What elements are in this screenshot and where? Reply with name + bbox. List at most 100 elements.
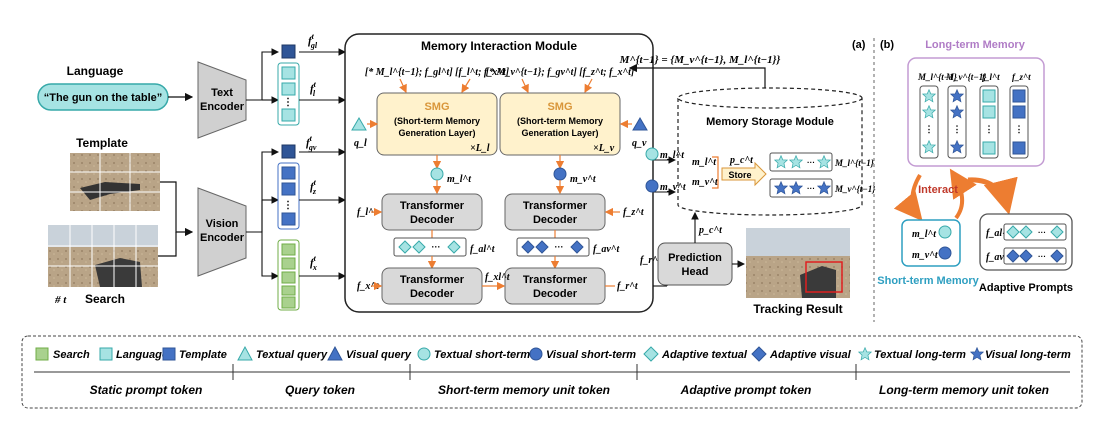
rb-visual-short-term-icon <box>938 246 952 260</box>
col-label-f-z: f_z^t <box>1012 72 1031 82</box>
out-visual-short-term-icon <box>645 179 659 193</box>
smg-left-sub2: Generation Layer) <box>398 128 475 138</box>
smg-left-rep: ×L_l <box>470 143 490 154</box>
adaptive-textual-row: ··· <box>393 237 467 257</box>
svg-text:···: ··· <box>555 242 564 252</box>
decoder-top-left-l2: Decoder <box>410 214 455 226</box>
blue-square-icon <box>162 347 176 361</box>
store-label: Store <box>728 170 751 180</box>
q-v-label: q_v <box>632 138 647 149</box>
legend-search: Search <box>53 349 90 361</box>
blue-triangle-icon <box>327 345 343 361</box>
svg-text:···: ··· <box>432 242 441 252</box>
decoder-bottom-left: Transformer Decoder <box>381 267 483 305</box>
global-visual-token <box>281 144 296 159</box>
svg-text:···: ··· <box>1038 252 1046 261</box>
blue-diamond-icon <box>751 346 767 362</box>
store-arrow <box>721 161 767 187</box>
language-feature-column: ⋮ <box>979 85 999 159</box>
svg-text:···: ··· <box>807 184 815 193</box>
decoder-bottom-left-l2: Decoder <box>410 288 455 300</box>
long-term-visual-column: ⋮ <box>947 85 967 159</box>
decoder-top-right: Transformer Decoder <box>504 193 606 231</box>
legend-adaptive-textual: Adaptive textual <box>661 349 748 361</box>
rb-m-l: m_l^t <box>912 229 937 240</box>
adaptive-visual-row: ··· <box>516 237 590 257</box>
long-term-textual-column: ⋮ <box>919 85 939 159</box>
m-v-label: m_v^t <box>570 174 597 185</box>
decoder-bottom-right-l1: Transformer <box>523 274 588 286</box>
smg-left-sub1: (Short-term Memory <box>394 116 480 126</box>
template-image <box>70 153 160 211</box>
tracking-result-image <box>746 228 850 298</box>
legend-group-adaptive: Adaptive prompt token <box>680 383 812 397</box>
col-label-M-v: M_v^{t−1} <box>945 72 987 82</box>
green-square-icon <box>35 347 49 361</box>
storage-m-l: m_l^t <box>692 157 717 168</box>
storage-m-v: m_v^t <box>692 177 719 188</box>
storage-title: Memory Storage Module <box>706 116 834 128</box>
search-token-column <box>277 239 300 311</box>
visual-long-term-row: ··· <box>769 178 833 198</box>
panel-label-b: (b) <box>880 39 894 51</box>
template-title: Template <box>76 136 128 150</box>
adaptive-prompts-title: Adaptive Prompts <box>979 282 1073 294</box>
search-index: # t <box>54 294 67 306</box>
legend-textual-short-term: Textual short-term <box>434 349 530 361</box>
legend-visual-short-term: Visual short-term <box>546 349 636 361</box>
out-m-l: m_l^t <box>660 150 685 161</box>
short-term-title: Short-term Memory <box>877 275 979 287</box>
textual-query-icon <box>351 117 367 131</box>
rb-adaptive-visual-row: ··· <box>1003 247 1067 265</box>
global-language-token <box>281 44 296 59</box>
decoder-top-left: Transformer Decoder <box>381 193 483 231</box>
smg-right-rep: ×L_v <box>593 143 615 154</box>
cyan-diamond-icon <box>643 346 659 362</box>
textual-long-term-row: ··· <box>769 152 833 172</box>
pred-p-c: p_c^t <box>698 225 723 236</box>
pred-f-r: f_r^t <box>640 255 662 266</box>
legend-visual-long-term: Visual long-term <box>985 349 1071 361</box>
f-av-label: f_av^t <box>593 244 620 255</box>
legend-adaptive-visual: Adaptive visual <box>769 349 852 361</box>
q-l-label: q_l <box>354 138 367 149</box>
storage-p-c: p_c^t <box>729 155 754 166</box>
decoder-bottom-right: Transformer Decoder <box>504 267 606 305</box>
panel-label-a: (a) <box>852 39 866 51</box>
language-token-column: ⋮ <box>277 62 300 126</box>
blue-circle-icon <box>529 347 543 361</box>
mim-f-l-label: f_l^t <box>357 207 378 218</box>
legend-items: Search Language Template Textual query V… <box>35 345 1071 362</box>
svg-text:⋮: ⋮ <box>283 97 293 108</box>
legend-language: Language <box>116 349 168 361</box>
text-encoder-label-1: Text <box>211 87 233 99</box>
rb-m-v: m_v^t <box>912 250 939 261</box>
col-label-M-l: M_l^{t−1} <box>917 72 958 82</box>
legend-group-long-term: Long-term memory unit token <box>879 383 1049 397</box>
mim-f-x-label: f_x^t <box>357 281 380 292</box>
prediction-head-l2: Head <box>682 266 709 278</box>
smg-left-title: SMG <box>424 101 449 113</box>
svg-text:⋮: ⋮ <box>283 200 293 211</box>
svg-text:⋮: ⋮ <box>953 124 962 134</box>
cyan-triangle-icon <box>237 345 253 361</box>
tracking-result-label: Tracking Result <box>753 302 842 316</box>
decoder-bottom-right-l2: Decoder <box>533 288 578 300</box>
smg-right-title: SMG <box>547 101 572 113</box>
storage-M-v: M_v^{t−1} <box>834 184 876 194</box>
legend-textual-long-term: Textual long-term <box>874 349 966 361</box>
rb-adaptive-textual-row: ··· <box>1003 223 1067 241</box>
legend-group-short-term: Short-term memory unit token <box>438 383 610 397</box>
language-title: Language <box>67 64 124 78</box>
prediction-head: Prediction Head <box>657 242 733 286</box>
storage-M-l: M_l^{t−1} <box>834 158 875 168</box>
language-text: “The gun on the table” <box>44 92 163 104</box>
svg-text:···: ··· <box>807 158 815 167</box>
cyan-square-icon <box>99 347 113 361</box>
text-encoder <box>197 61 247 139</box>
svg-text:⋮: ⋮ <box>985 124 994 134</box>
mim-f-z-label: f_z^t <box>623 207 645 218</box>
